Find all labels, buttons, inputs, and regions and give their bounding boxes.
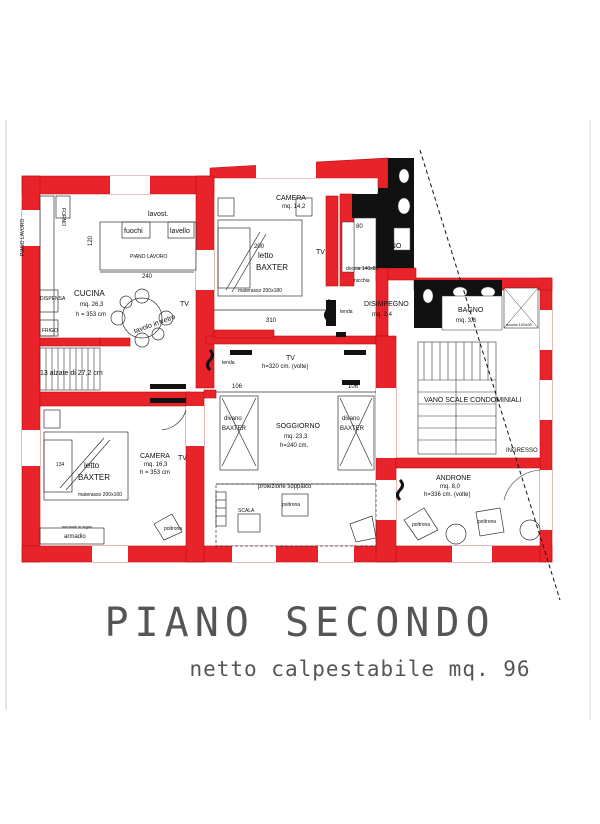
plan-title: PIANO SECONDO [104, 600, 496, 646]
bagno2-room [441, 295, 503, 331]
androne-furniture [403, 507, 541, 545]
camera1-area: mq. 14,2 [282, 204, 306, 210]
label-materasso-1: materasso 200x180 [238, 288, 282, 294]
vano-name: VANO SCALE CONDOMINIALI [424, 397, 522, 404]
bagno1-name: BAGNO [376, 243, 402, 250]
label-tv-soggiorno: TV [286, 355, 295, 362]
label-tv-cucina: TV [180, 301, 189, 308]
camera1-name: CAMERA [276, 195, 306, 202]
cucina-name: CUCINA [74, 289, 105, 298]
label-lavost: lavost. [148, 211, 168, 218]
kitchen-stairs [39, 347, 101, 391]
soggiorno-furniture [215, 391, 377, 547]
soggiorno-name: SOGGIORNO [276, 423, 321, 430]
label-tv-height: h=320 cm. (volte) [262, 364, 309, 370]
camera2-name: CAMERA [140, 453, 170, 460]
label-tenda-corridoio: tenda [222, 360, 235, 366]
property-boundary [419, 149, 561, 601]
camera1-furniture [214, 197, 326, 311]
label-dim-134: 134 [56, 462, 65, 468]
label-baxter-divano-2: BAXTER [340, 426, 365, 432]
label-poltrona-camera2: poltrona [164, 526, 182, 532]
label-dim-240: 240 [142, 274, 153, 280]
label-scala: SCALA [238, 508, 255, 514]
label-dispensa: DISPENSA [40, 296, 66, 302]
cucina-height: h = 353 cm [76, 312, 106, 318]
label-piano-lavoro: PIANO LAVORO [130, 254, 168, 260]
floor-area [22, 176, 552, 562]
bathroom-fixtures [393, 168, 496, 304]
label-piano-lavoro-side: PIANO LAVORO [20, 218, 26, 256]
label-forno: FORNO [60, 208, 66, 226]
label-poltrona-androne-1: poltrona [412, 522, 430, 528]
label-dim-106b: 106 [348, 384, 359, 390]
label-dim-80: 80 [356, 224, 363, 230]
label-materasso-2: materasso 200x160 [78, 492, 122, 498]
curtain-marks [206, 298, 404, 502]
label-lavello: lavello [170, 228, 190, 235]
plan-subtitle: netto calpestabile mq. 96 [189, 657, 531, 681]
camera2-area: mq. 16,3 [144, 462, 168, 468]
label-tv-camera1: TV [316, 249, 325, 256]
staircase [417, 341, 541, 501]
disimpegno-name: DISIMPEGNO [364, 301, 409, 308]
label-dim-200: 200 [254, 244, 265, 250]
soggiorno-area: mq. 23,3 [284, 434, 308, 440]
label-nicchia: nicchia [354, 278, 370, 284]
disimpegno-area: mq. 2,4 [372, 312, 393, 318]
label-proiezione: proiezione soppalco [258, 484, 312, 490]
label-divano-1: divano [224, 416, 242, 422]
label-fuochi: fuochi [124, 228, 143, 235]
label-poltrona-androne-2: poltrona [478, 519, 496, 525]
soggiorno-height: h=240 cm. [280, 443, 309, 449]
ingresso-name: INGRESSO [506, 448, 538, 454]
androne-area: mq. 8,0 [440, 484, 461, 490]
plan-labels: lavost. fuochi lavello PIANO LAVORO 240 … [20, 195, 538, 540]
camera2-height: h = 353 cm [140, 470, 170, 476]
bagno2-area: mq. 3,8 [456, 318, 477, 324]
openings [22, 158, 552, 562]
label-tenda-disimpegno: tenda [340, 309, 353, 315]
label-mensole: mensole in legno [62, 524, 93, 529]
door-marks [150, 300, 366, 403]
label-baxter-divano-1: BAXTER [222, 426, 247, 432]
bagno2-name: BAGNO [458, 307, 484, 314]
label-doccia-1: doccia 140x80 [346, 266, 378, 272]
label-frigo: FRIGO [42, 328, 58, 334]
label-armadio: armadio [64, 534, 86, 540]
label-dim-106a: 106 [232, 384, 243, 390]
label-letto-2: letto [84, 461, 100, 470]
bagno1-area: mq. 4,4 [376, 253, 397, 259]
label-letto-1: letto [258, 251, 274, 260]
camera2-furniture [39, 409, 187, 545]
label-dim-310: 310 [266, 318, 277, 324]
androne-height: h=336 cm. (volte) [424, 492, 471, 498]
label-poltrona-soggiorno: poltrona [282, 502, 300, 508]
label-tv-camera2: TV [178, 455, 187, 462]
cucina-area: mq. 26,3 [80, 302, 104, 308]
androne-name: ANDRONE [436, 475, 471, 482]
label-dim-120: 120 [88, 235, 94, 246]
label-divano-2: divano [342, 416, 360, 422]
label-baxter-1: BAXTER [256, 263, 288, 272]
label-doccia-2: doccia 100x90 [506, 322, 533, 327]
label-alzate: 13 alzate di 27,2 cm [40, 370, 103, 377]
label-baxter-2: BAXTER [78, 473, 110, 482]
kitchen-furniture [39, 195, 197, 348]
